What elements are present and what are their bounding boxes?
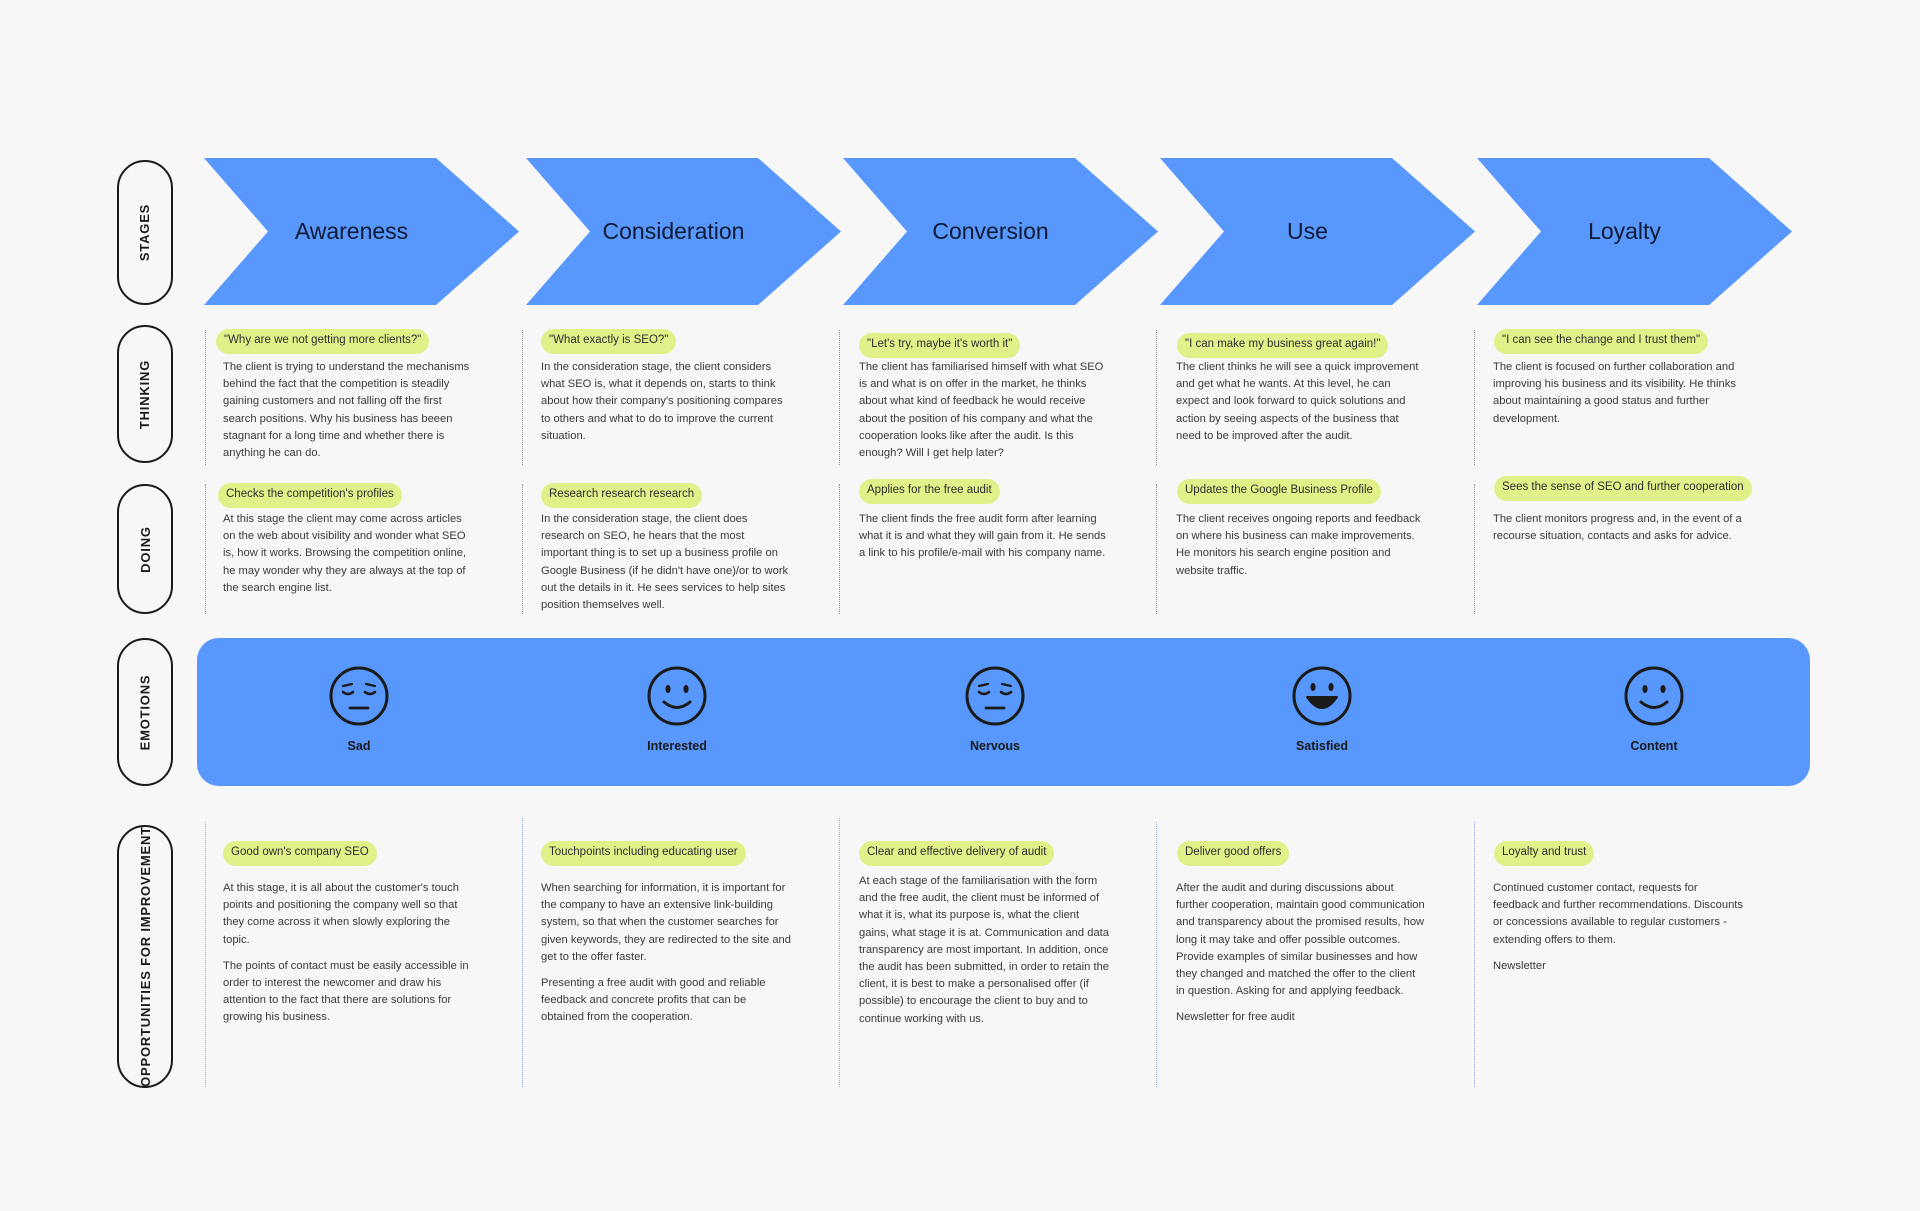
opportunity-tag-pill: Loyalty and trust xyxy=(1494,841,1595,866)
thinking-text: In the consideration stage, the client c… xyxy=(541,361,783,442)
thinking-quote-pill: "What exactly is SEO?" xyxy=(541,329,677,354)
opportunity-tag-pill: Touchpoints including educating user xyxy=(541,841,746,866)
column-divider xyxy=(1156,330,1157,465)
sad-face-icon xyxy=(329,666,389,726)
row-label-opportunities-text: OPPORTUNITIES FOR IMPROVEMENT xyxy=(137,826,153,1087)
chevron-shape xyxy=(843,158,1158,305)
emotions-band xyxy=(197,638,1810,786)
column-divider xyxy=(205,484,206,614)
opportunity-paragraph: The points of contact must be easily acc… xyxy=(223,959,469,1024)
column-divider xyxy=(1474,330,1475,465)
stage-chevron-loyalty: Loyalty xyxy=(1477,158,1792,305)
emotion-content: Content xyxy=(1594,665,1714,753)
row-label-emotions-text: EMOTIONS xyxy=(137,674,153,750)
thinking-text: The client has familiarised himself with… xyxy=(859,361,1104,460)
opportunity-paragraph: Newsletter for free audit xyxy=(1176,1011,1295,1024)
opportunity-tag-pill: Clear and effective delivery of audit xyxy=(859,841,1055,866)
emotion-interested: Interested xyxy=(617,665,737,753)
doing-tag-pill: Updates the Google Business Profile xyxy=(1177,479,1381,504)
thinking-text: The client is trying to understand the m… xyxy=(223,361,470,460)
stage-label: Use xyxy=(1287,218,1328,244)
doing-tag-pill: Applies for the free audit xyxy=(859,479,1000,504)
smiling-face-icon xyxy=(647,666,707,726)
chevron-shape xyxy=(1477,158,1792,305)
column-divider xyxy=(839,330,840,465)
emotion-label: Satisfied xyxy=(1295,739,1349,753)
opportunity-paragraph: After the audit and during discussions a… xyxy=(1176,882,1425,998)
smiling-face-icon xyxy=(1624,666,1684,726)
opportunity-text: At this stage, it is all about the custo… xyxy=(223,880,473,1027)
column-divider xyxy=(839,484,840,614)
chevron-shape xyxy=(526,158,841,305)
opportunity-paragraph: At this stage, it is all about the custo… xyxy=(223,882,459,946)
row-label-doing: DOING xyxy=(117,484,173,614)
opportunity-paragraph: At each stage of the familiarisation wit… xyxy=(859,875,1110,1025)
column-divider xyxy=(205,822,206,1087)
column-divider xyxy=(839,818,840,1087)
stage-chevron-conversion: Conversion xyxy=(843,158,1158,305)
opportunity-text: When searching for information, it is im… xyxy=(541,880,791,1027)
stage-label: Conversion xyxy=(932,218,1049,244)
doing-tag-pill: Checks the competition's profiles xyxy=(218,483,402,508)
column-divider xyxy=(522,484,523,614)
doing-text: The client monitors progress and, in the… xyxy=(1493,513,1742,543)
grinning-face-icon xyxy=(1292,666,1352,726)
doing-tag-pill: Sees the sense of SEO and further cooper… xyxy=(1494,476,1752,501)
opportunity-paragraph: Presenting a free audit with good and re… xyxy=(541,977,766,1024)
opportunity-text: At each stage of the familiarisation wit… xyxy=(859,873,1109,1028)
opportunity-tag-pill: Good own's company SEO xyxy=(223,841,377,866)
emotion-label: Interested xyxy=(647,739,707,753)
column-divider xyxy=(522,330,523,465)
row-label-emotions: EMOTIONS xyxy=(117,638,173,786)
doing-text: The client receives ongoing reports and … xyxy=(1176,513,1421,577)
emotion-satisfied: Satisfied xyxy=(1262,665,1382,753)
column-divider xyxy=(1156,484,1157,614)
emotion-label: Nervous xyxy=(969,739,1021,753)
doing-text: At this stage the client may come across… xyxy=(223,513,467,594)
row-label-doing-text: DOING xyxy=(137,525,153,573)
stage-label: Awareness xyxy=(294,218,409,244)
column-divider xyxy=(205,330,206,465)
row-label-stages: STAGES xyxy=(117,160,173,305)
opportunity-paragraph: Newsletter xyxy=(1493,959,1546,972)
emotion-label: Content xyxy=(1630,739,1678,753)
thinking-quote-pill: "I can see the change and I trust them" xyxy=(1494,329,1709,354)
column-divider xyxy=(522,818,523,1087)
doing-text: The client finds the free audit form aft… xyxy=(859,513,1106,560)
chevron-shape xyxy=(1160,158,1475,305)
opportunity-paragraph: Continued customer contact, requests for… xyxy=(1493,882,1743,946)
opportunity-tag-pill: Deliver good offers xyxy=(1177,841,1290,866)
opportunity-paragraph: When searching for information, it is im… xyxy=(541,882,791,963)
thinking-quote-pill: "I can make my business great again!" xyxy=(1177,333,1389,358)
thinking-text: The client is focused on further collabo… xyxy=(1493,361,1736,425)
emotion-sad: Sad xyxy=(299,665,419,753)
column-divider xyxy=(1474,822,1475,1087)
doing-tag-pill: Research research research xyxy=(541,483,703,508)
stage-label: Consideration xyxy=(602,218,745,244)
stage-label: Loyalty xyxy=(1588,218,1661,244)
row-label-opportunities: OPPORTUNITIES FOR IMPROVEMENT xyxy=(117,825,173,1088)
column-divider xyxy=(1156,822,1157,1087)
emotion-nervous: Nervous xyxy=(935,665,1055,753)
emotion-label: Sad xyxy=(347,739,371,753)
thinking-quote-pill: "Why are we not getting more clients?" xyxy=(216,329,430,354)
column-divider xyxy=(1474,484,1475,614)
stage-chevron-awareness: Awareness xyxy=(204,158,519,305)
row-label-stages-text: STAGES xyxy=(137,203,153,262)
opportunity-text: After the audit and during discussions a… xyxy=(1176,880,1426,1027)
stage-chevron-use: Use xyxy=(1160,158,1475,305)
row-label-thinking: THINKING xyxy=(117,325,173,463)
thinking-quote-pill: "Let's try, maybe it's worth it" xyxy=(859,333,1021,358)
thinking-text: The client thinks he will see a quick im… xyxy=(1176,361,1419,442)
nervous-face-icon xyxy=(965,666,1025,726)
row-label-thinking-text: THINKING xyxy=(137,359,153,429)
chevron-shape xyxy=(204,158,519,305)
doing-text: In the consideration stage, the client d… xyxy=(541,513,789,612)
stage-chevron-consideration: Consideration xyxy=(526,158,841,305)
opportunity-text: Continued customer contact, requests for… xyxy=(1493,880,1743,975)
